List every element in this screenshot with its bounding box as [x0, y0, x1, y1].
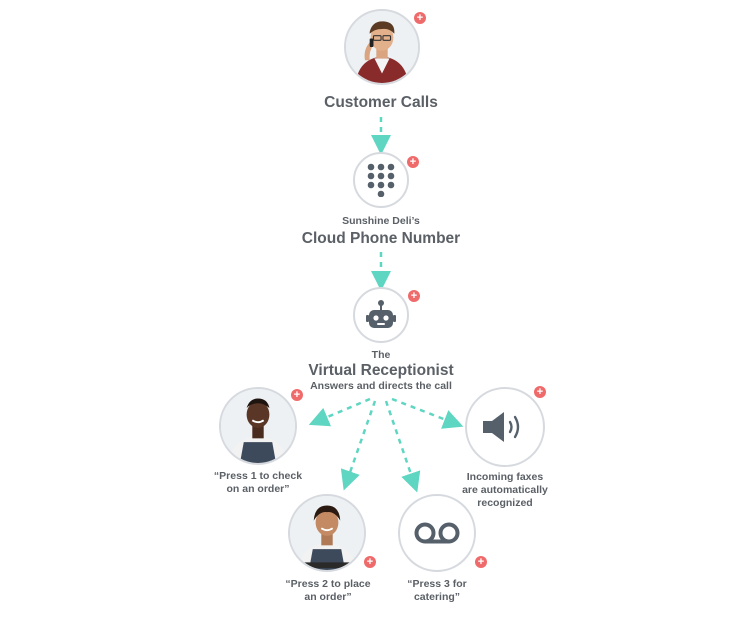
connector-receptionist-option2 — [340, 400, 377, 491]
receptionist-subtitle: Answers and directs the call — [310, 380, 452, 392]
employee-photo — [221, 389, 295, 463]
connector-receptionist-option1 — [308, 397, 371, 427]
phone-pre-label: Sunshine Deli’s — [342, 215, 420, 227]
fax-label-line3: recognized — [477, 497, 533, 509]
voicemail-icon — [414, 522, 460, 544]
speaker-icon — [483, 412, 520, 442]
option2-expand-button[interactable]: + — [364, 556, 376, 568]
option1-expand-button[interactable]: + — [291, 389, 303, 401]
fax-expand-button[interactable]: + — [534, 386, 546, 398]
option3-label-line2: catering” — [413, 591, 461, 603]
fax-label-line1: Incoming faxes — [466, 471, 544, 483]
option3-expand-button[interactable]: + — [475, 556, 487, 568]
customer-expand-button[interactable]: + — [414, 12, 426, 24]
keypad-icon — [367, 163, 395, 197]
option3-node[interactable] — [398, 494, 476, 572]
receptionist-pre-label: The — [371, 349, 391, 361]
customer-title: Customer Calls — [324, 94, 438, 111]
fax-label-line2: are automatically — [462, 484, 548, 496]
phone-node[interactable] — [353, 152, 409, 208]
customer-node[interactable] — [344, 9, 420, 85]
phone-title: Cloud Phone Number — [301, 230, 461, 247]
receptionist-expand-button[interactable]: + — [408, 290, 420, 302]
employee-photo — [290, 496, 364, 570]
option2-node[interactable] — [288, 494, 366, 572]
option1-label-line2: on an order” — [226, 483, 290, 495]
option3-label-line1: “Press 3 for — [407, 578, 467, 590]
connector-receptionist-fax — [391, 397, 464, 429]
receptionist-title: Virtual Receptionist — [308, 362, 454, 379]
robot-icon — [366, 300, 396, 328]
option1-label-line1: “Press 1 to check — [213, 470, 303, 482]
option1-node[interactable] — [219, 387, 297, 465]
phone-expand-button[interactable]: + — [407, 156, 419, 168]
receptionist-node[interactable] — [353, 287, 409, 343]
fax-node[interactable] — [465, 387, 545, 467]
option2-label-line2: an order” — [304, 591, 352, 603]
man-on-phone-photo — [346, 11, 418, 83]
connector-receptionist-option3 — [384, 400, 421, 493]
option2-label-line1: “Press 2 to place — [285, 578, 371, 590]
